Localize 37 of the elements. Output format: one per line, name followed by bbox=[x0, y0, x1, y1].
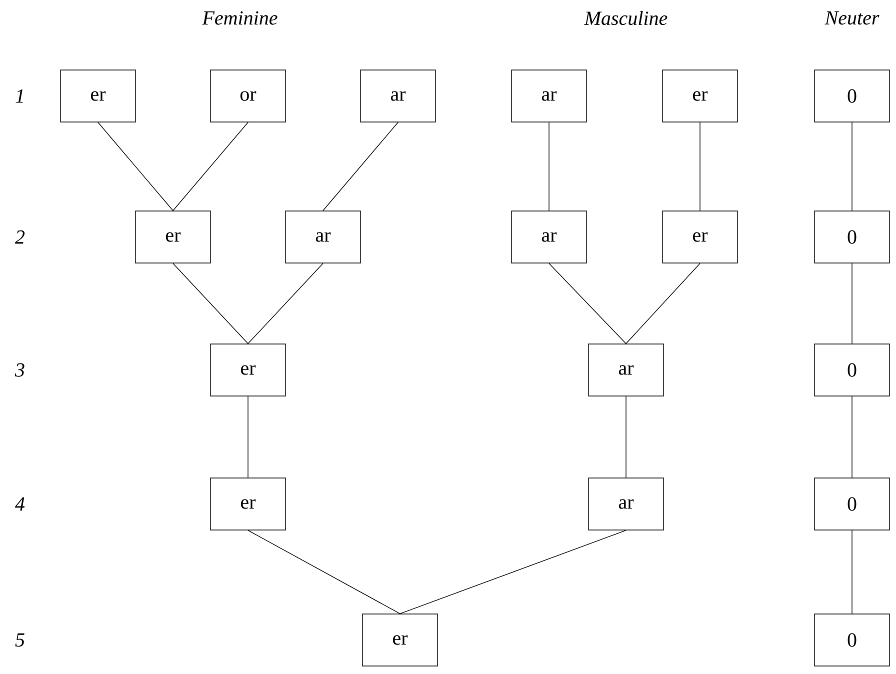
connector-line bbox=[626, 263, 700, 344]
suffix-box: er bbox=[60, 70, 136, 122]
connector-line bbox=[400, 530, 626, 614]
suffix-box: er bbox=[210, 344, 286, 396]
suffix-box: er bbox=[662, 70, 738, 122]
row-number: 3 bbox=[14, 363, 24, 377]
connector-line bbox=[172, 263, 248, 344]
suffix-box: 0 bbox=[814, 210, 890, 264]
connector-line bbox=[248, 530, 400, 614]
suffix-box: 0 bbox=[814, 478, 890, 530]
connector-line bbox=[172, 122, 248, 211]
suffix-box: er bbox=[362, 614, 438, 666]
column-heading: Feminine bbox=[202, 11, 278, 25]
suffix-box: ar bbox=[588, 478, 664, 530]
connector-line bbox=[548, 122, 550, 211]
suffix-box: or bbox=[210, 70, 286, 122]
suffix-box: er bbox=[662, 210, 738, 264]
suffix-box: ar bbox=[588, 344, 664, 396]
suffix-box: ar bbox=[511, 70, 587, 122]
connector-line bbox=[248, 263, 324, 344]
suffix-box: ar bbox=[360, 70, 436, 122]
connector-line bbox=[98, 122, 174, 211]
suffix-box: 0 bbox=[814, 70, 890, 122]
row-number: 1 bbox=[16, 89, 23, 103]
column-heading: Masculine bbox=[584, 10, 668, 26]
connector-line bbox=[322, 122, 398, 211]
suffix-box: ar bbox=[511, 210, 587, 264]
row-number: 5 bbox=[15, 633, 24, 647]
row-number: 4 bbox=[15, 497, 25, 511]
suffix-box: 0 bbox=[814, 614, 890, 666]
connector-line bbox=[548, 263, 626, 344]
column-heading: Neuter bbox=[824, 11, 880, 25]
suffix-box: er bbox=[210, 478, 286, 530]
suffix-box: er bbox=[135, 210, 211, 264]
suffix-box: ar bbox=[285, 210, 361, 264]
suffix-box: 0 bbox=[814, 344, 890, 396]
row-number: 2 bbox=[15, 230, 25, 244]
